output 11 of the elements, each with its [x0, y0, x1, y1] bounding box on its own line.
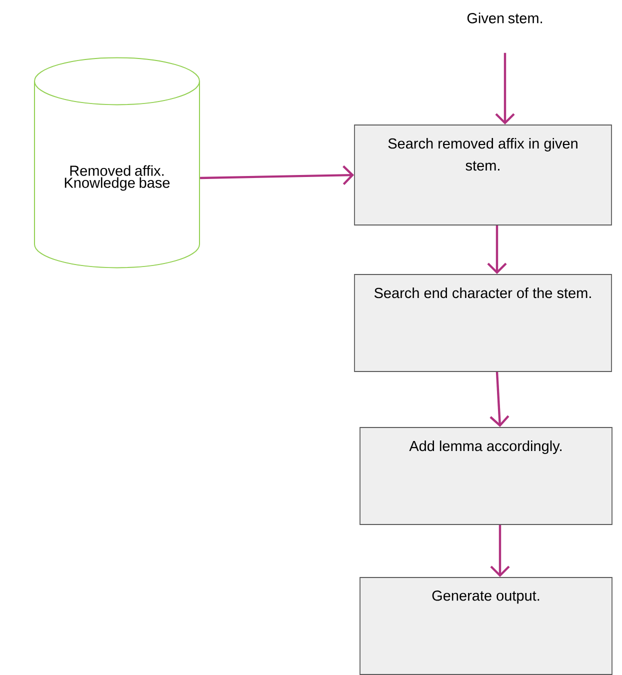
arrow: [490, 372, 510, 428]
start-text: Given stem.: [467, 12, 542, 24]
database-cylinder: Removed affix. Knowledge base: [34, 57, 200, 268]
process-box: Search removed affix in given stem.: [354, 124, 612, 226]
arrow: [495, 52, 515, 125]
arrow: [487, 225, 507, 274]
process-box: Search end character of the stem.: [354, 274, 612, 372]
process-box: Add lemma accordingly.: [360, 427, 612, 525]
arrow: [490, 524, 510, 578]
process-box: Generate output.: [360, 577, 612, 675]
arrow: [200, 165, 354, 185]
